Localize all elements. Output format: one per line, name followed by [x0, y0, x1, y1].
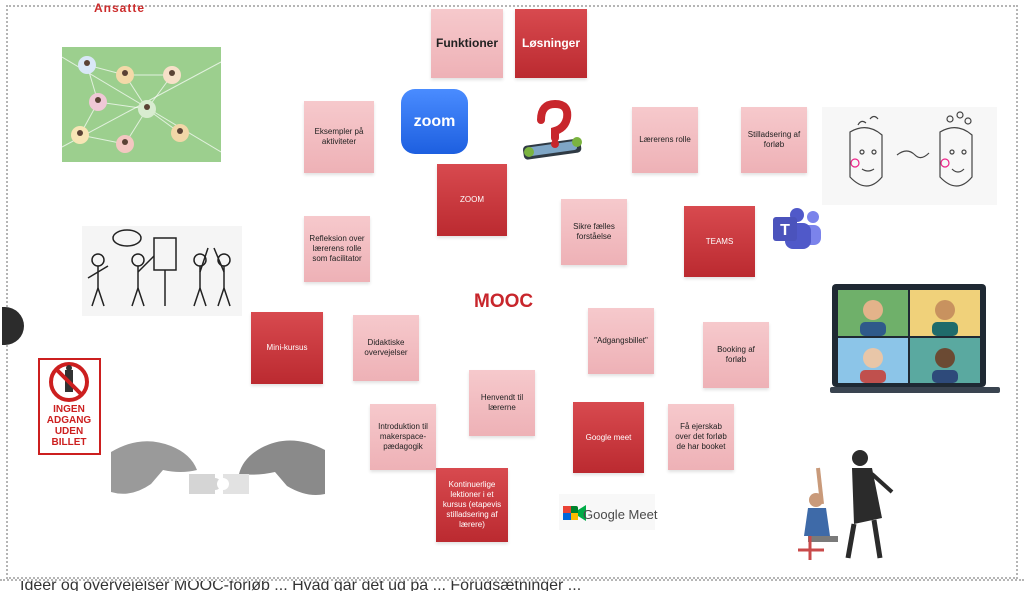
bottom-caption: Ideer og overvejelser MOOC-forløb ... Hv…: [20, 579, 582, 591]
note-laererens-rolle[interactable]: Lærerens rolle: [632, 107, 698, 173]
svg-text:T: T: [780, 222, 790, 239]
note-teams[interactable]: TEAMS: [684, 206, 755, 277]
note-didaktiske[interactable]: Didaktiske overvejelser: [353, 315, 419, 381]
google-meet-label: Google Meet: [583, 507, 658, 522]
note-ejerskab[interactable]: Få ejerskab over det forløb de har booke…: [668, 404, 734, 470]
sign-line-4: BILLET: [52, 437, 87, 448]
note-sikre[interactable]: Sikre fælles forståelse: [561, 199, 627, 265]
note-kontinuerlige[interactable]: Kontinuerlige lektioner i et kursus (eta…: [436, 468, 508, 542]
question-mark-icon: [517, 98, 590, 171]
hand-raising-people-image: [788, 440, 906, 562]
no-entry-sign-icon: INGEN ADGANG UDEN BILLET: [38, 358, 101, 455]
note-refleksion[interactable]: Refleksion over lærerens rolle som facil…: [304, 216, 370, 282]
thinking-faces-image: [822, 107, 997, 205]
teams-logo-icon: T: [771, 207, 823, 251]
center-title: MOOC: [474, 291, 534, 312]
bottom-caption-strip: Ideer og overvejelser MOOC-forløb ... Hv…: [0, 579, 1024, 591]
network-people-image: [62, 47, 221, 162]
stick-figures-image: [82, 226, 242, 316]
zoom-logo-text: zoom: [413, 112, 456, 130]
zoom-logo-icon: zoom: [401, 89, 468, 154]
note-loesninger[interactable]: Løsninger: [515, 9, 587, 78]
note-introduktion[interactable]: Introduktion til makerspace-pædagogik: [370, 404, 436, 470]
video-call-laptop-image: [830, 282, 1000, 397]
sign-line-2: ADGANG: [47, 415, 92, 426]
google-meet-icon: [559, 494, 655, 530]
note-mini-kursus[interactable]: Mini-kursus: [251, 312, 323, 384]
sign-line-1: INGEN: [53, 404, 85, 415]
note-funktioner[interactable]: Funktioner: [431, 9, 503, 78]
note-eksempler[interactable]: Eksempler på aktiviteter: [304, 101, 374, 173]
note-google-meet[interactable]: Google meet: [573, 402, 644, 473]
sign-line-3: UDEN: [55, 426, 83, 437]
note-henvendt[interactable]: Henvendt til lærerne: [469, 370, 535, 436]
puzzle-hands-image: [111, 412, 325, 547]
note-stilladsering[interactable]: Stilladsering af forløb: [741, 107, 807, 173]
note-booking[interactable]: Booking af forløb: [703, 322, 769, 388]
note-zoom[interactable]: ZOOM: [437, 164, 507, 236]
note-adgangsbillet[interactable]: "Adgangsbillet": [588, 308, 654, 374]
header-red-text: Ansatte: [94, 1, 146, 15]
sidebar-toggle-tab[interactable]: [2, 307, 24, 345]
